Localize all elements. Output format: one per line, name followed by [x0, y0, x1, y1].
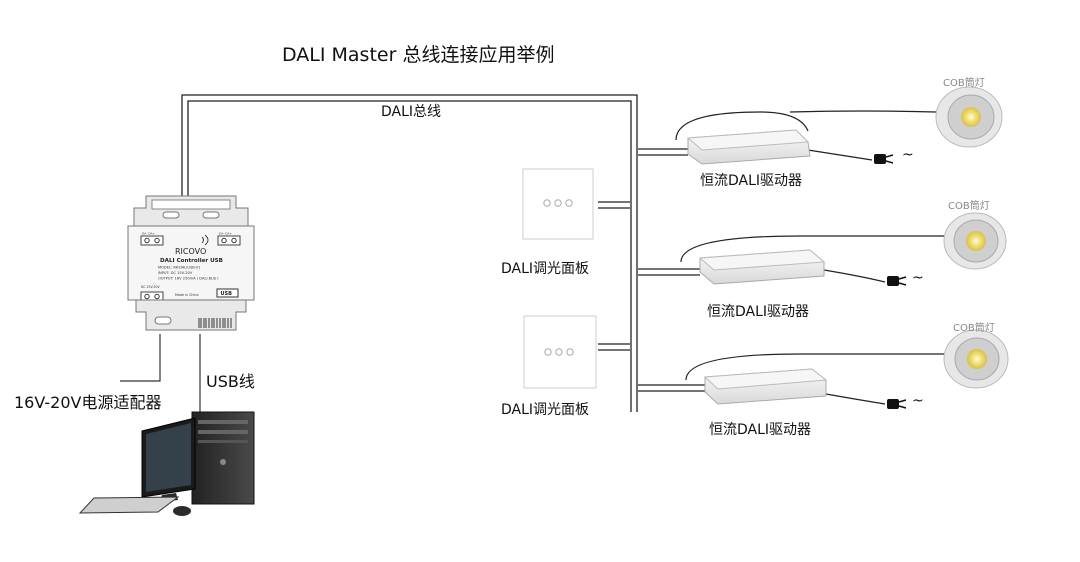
computer-icon [78, 411, 255, 516]
driver-label-2: 恒流DALI驱动器 [707, 304, 810, 320]
ac-plug-icon [887, 399, 907, 409]
lamp-label-3: COB筒灯 [953, 323, 995, 334]
dali-driver-2 [680, 235, 948, 286]
ac-symbol-2: ~ [912, 270, 924, 286]
dc-input-label: DC 15V-20V [141, 285, 160, 289]
ac-plug-icon [887, 276, 907, 286]
dali-controller-usb: RICOVO DALI Controller USB MODEL: RK-DAL… [127, 195, 255, 331]
cob-lamp-2 [943, 212, 1007, 270]
dali-panel-1 [522, 168, 594, 240]
wifi-icon [201, 234, 209, 246]
dali-bus-label: DALI总线 [381, 104, 442, 120]
ac-plug-icon [874, 154, 894, 164]
controller-input-line: INPUT: DC 15V-20V [158, 271, 193, 275]
panel-label-2: DALI调光面板 [501, 402, 590, 418]
driver-label-3: 恒流DALI驱动器 [709, 422, 812, 438]
made-in-label: Made in China [175, 293, 199, 297]
terminal-right-label: DA- DA+ [219, 232, 233, 236]
dali-bus-wiring [181, 94, 705, 412]
lamp-label-1: COB筒灯 [943, 78, 985, 89]
dali-driver-1 [675, 111, 894, 165]
dali-driver-3 [685, 353, 952, 409]
cob-lamp-1 [935, 86, 1003, 148]
ac-symbol-3: ~ [912, 393, 924, 409]
usb-cable-label: USB线 [206, 372, 255, 391]
power-adapter-label: 16V-20V电源适配器 [14, 393, 162, 412]
barcode [198, 318, 232, 328]
usb-port-label: USB [221, 291, 233, 297]
controller-output-line: OUTPUT: 16V 250mA ( DALI BUS ) [158, 277, 219, 281]
ac-symbol-1: ~ [902, 147, 914, 163]
dali-panel-2 [523, 315, 597, 389]
controller-model-name: DALI Controller USB [160, 258, 223, 264]
controller-brand: RICOVO [175, 247, 206, 256]
diagram-title: DALI Master 总线连接应用举例 [282, 44, 555, 66]
controller-cables [120, 334, 201, 412]
cob-lamp-3 [943, 329, 1009, 389]
driver-label-1: 恒流DALI驱动器 [700, 173, 803, 189]
terminal-left-label: DA- DA+ [142, 232, 156, 236]
lamp-label-2: COB筒灯 [948, 201, 990, 212]
panel-label-1: DALI调光面板 [501, 261, 590, 277]
controller-model-line: MODEL: RK-DALIUSB-V1 [158, 266, 201, 270]
